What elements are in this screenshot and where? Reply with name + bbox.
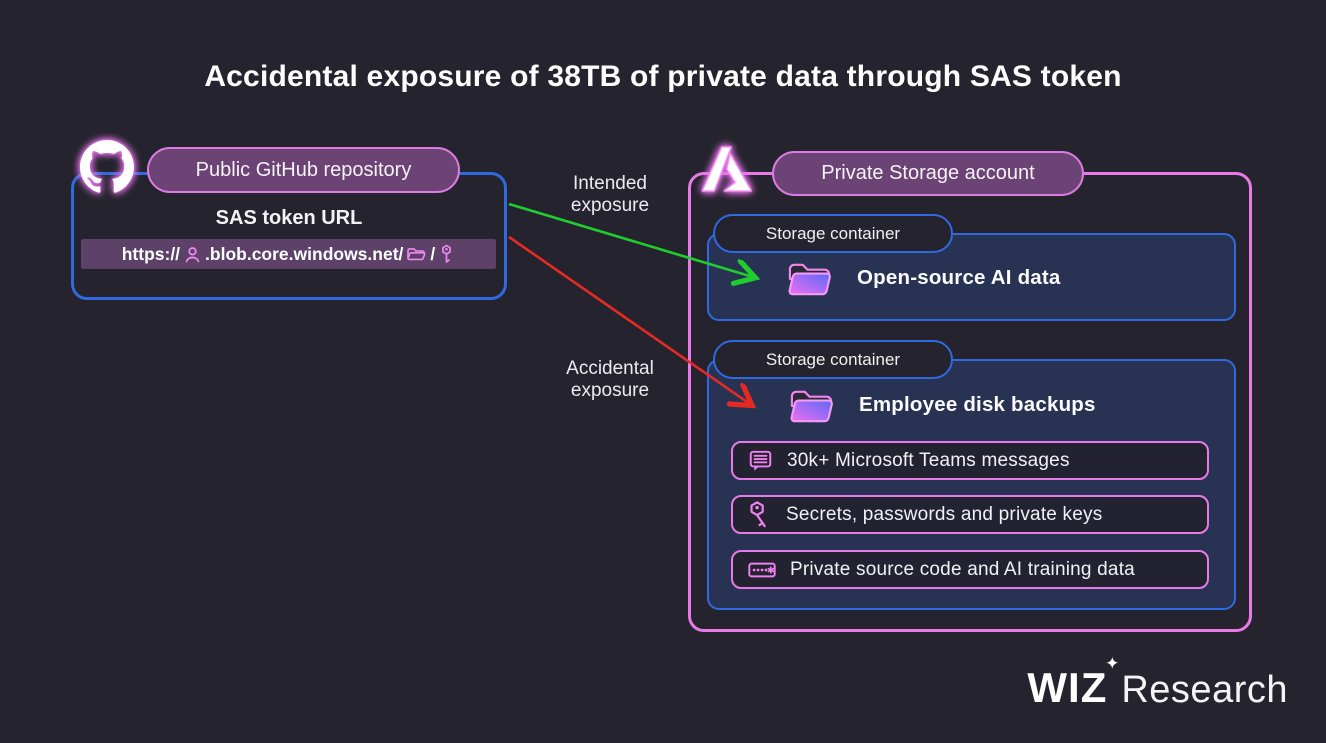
employee-disk-backups-row[interactable]: Employee disk backups (788, 384, 1096, 426)
open-source-ai-data-label: Open-source AI data (857, 266, 1061, 289)
intended-exposure-label: Intended exposure (570, 173, 650, 216)
azure-icon (699, 143, 753, 200)
github-repo-pill-label: Public GitHub repository (195, 158, 412, 181)
employee-disk-backups-label: Employee disk backups (859, 393, 1096, 416)
container-folder-mini-icon (406, 245, 427, 264)
storage-container-1-tab: Storage container (713, 214, 953, 253)
folder-open-icon (788, 384, 835, 426)
private-storage-pill: Private Storage account (772, 151, 1084, 196)
url-separator: / (430, 243, 436, 264)
secrets-keys-label: Secrets, passwords and private keys (786, 503, 1103, 525)
password-icon (747, 558, 777, 582)
private-storage-pill-label: Private Storage account (821, 162, 1035, 184)
account-person-icon (183, 245, 202, 264)
accidental-exposure-label: Accidental exposure (566, 358, 654, 401)
source-code-row[interactable]: Private source code and AI training data (731, 550, 1209, 589)
storage-container-2-tab-label: Storage container (765, 349, 901, 369)
folder-open-icon (786, 257, 833, 299)
wiz-research-logo: WIZ ✦ Research (1027, 654, 1288, 712)
github-repo-pill: Public GitHub repository (147, 147, 460, 193)
chat-icon (747, 448, 774, 474)
url-prefix: https:// (121, 243, 181, 264)
key-icon (747, 500, 773, 529)
wiz-wordmark: WIZ ✦ (1027, 654, 1119, 712)
open-source-ai-data-row[interactable]: Open-source AI data (786, 257, 1061, 299)
github-icon (80, 140, 134, 199)
page-title: Accidental exposure of 38TB of private d… (204, 60, 1122, 93)
sparkle-icon: ✦ (1105, 654, 1121, 673)
source-code-label: Private source code and AI training data (790, 558, 1135, 580)
teams-messages-label: 30k+ Microsoft Teams messages (787, 449, 1070, 471)
wiz-brand-text: WIZ (1027, 664, 1108, 711)
secrets-keys-row[interactable]: Secrets, passwords and private keys (731, 495, 1209, 534)
storage-container-1-tab-label: Storage container (765, 223, 901, 243)
sas-token-url-bar[interactable]: https:// .blob.core.windows.net/ / (81, 239, 496, 269)
teams-messages-row[interactable]: 30k+ Microsoft Teams messages (731, 441, 1209, 480)
storage-container-2-tab: Storage container (713, 340, 953, 379)
wiz-research-text: Research (1121, 669, 1288, 711)
sas-key-mini-icon (438, 244, 455, 264)
url-host: .blob.core.windows.net/ (205, 243, 404, 264)
sas-token-url-label: SAS token URL (215, 207, 363, 229)
